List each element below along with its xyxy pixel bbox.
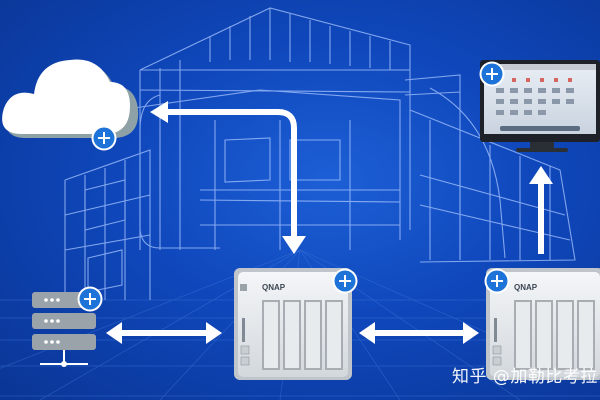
plus-badge-icon[interactable] — [91, 125, 117, 151]
nas-device-icon: QNAP — [234, 268, 352, 380]
building-wireframe — [64, 7, 576, 300]
arrow-icon — [359, 322, 479, 344]
nas-brand-label: QNAP — [514, 283, 538, 292]
plus-badge-icon[interactable] — [77, 286, 103, 312]
arrow-icon — [529, 166, 553, 254]
plus-badge-icon[interactable] — [332, 268, 358, 294]
nas-device-icon: QNAP — [486, 268, 600, 380]
cloud-icon — [2, 59, 139, 138]
nas-brand-label: QNAP — [262, 283, 286, 292]
arrow-icon — [282, 236, 306, 254]
plus-badge-icon[interactable] — [484, 268, 510, 294]
arrow-icon — [150, 101, 168, 123]
plus-badge-icon[interactable] — [479, 61, 505, 87]
arrow-icon — [166, 109, 297, 236]
arrow-icon — [106, 322, 222, 344]
watermark-text: 知乎 @加勒比考拉 — [452, 367, 598, 387]
